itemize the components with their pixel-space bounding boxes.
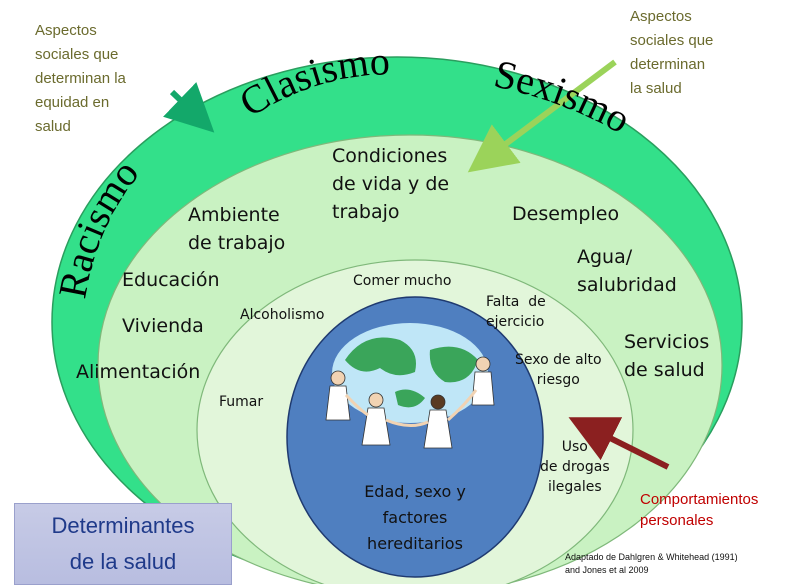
arrow-behaviors [568, 417, 670, 470]
sex-line: riesgo [536, 372, 580, 388]
work-environment-line: de trabajo [188, 232, 286, 254]
health-services-line: Servicios [624, 331, 710, 353]
water-label: Agua/ salubridad [577, 243, 677, 299]
equity-note-line: equidad en [35, 94, 110, 111]
drugs-line: ilegales [547, 479, 602, 495]
arrow-equity [163, 82, 215, 133]
core-line: factores [382, 508, 448, 527]
behaviors-note-line: personales [640, 512, 714, 529]
living-conditions-line: Condiciones [332, 145, 448, 167]
eat-label: Comer mucho [353, 273, 452, 289]
title-line: Determinantes [51, 513, 195, 538]
source-credit: Adaptado de Dahlgren & Whitehead (1991) … [565, 551, 738, 577]
globe-icon [332, 323, 488, 423]
unemployment-label: Desempleo [512, 203, 620, 225]
sex-label: Sexo de alto riesgo [515, 350, 602, 390]
core-line: Edad, sexo y [364, 482, 466, 501]
health-services-line: de salud [624, 359, 705, 381]
exercise-line: ejercicio [486, 314, 545, 330]
drugs-line: de drogas [540, 459, 610, 475]
people-holding-hands-icon [325, 356, 495, 449]
health-services-label: Servicios de salud [624, 328, 709, 384]
work-environment-label: Ambiente de trabajo [188, 201, 285, 257]
exercise-line: Falta de [486, 294, 546, 310]
food-label: Alimentación [76, 361, 201, 383]
living-conditions-line: trabajo [332, 201, 400, 223]
equity-note-line: Aspectos [35, 22, 97, 39]
social-note-line: la salud [630, 80, 682, 97]
social-note-line: determinan [630, 56, 706, 73]
living-conditions-line: de vida y de [332, 173, 450, 195]
core-line: hereditarios [367, 534, 463, 553]
behaviors-note: Comportamientos personales [640, 489, 758, 531]
work-environment-line: Ambiente [188, 204, 280, 226]
water-line: salubridad [577, 274, 677, 296]
alcohol-label: Alcoholismo [240, 307, 325, 323]
title-box: Determinantes de la salud [14, 503, 232, 585]
sex-line: Sexo de alto [515, 352, 602, 368]
core-label: Edad, sexo y factores hereditarios [345, 479, 485, 557]
living-conditions-label: Condiciones de vida y de trabajo [332, 142, 449, 226]
housing-label: Vivienda [122, 315, 204, 337]
equity-note-line: salud [35, 118, 71, 135]
title-line: de la salud [69, 549, 177, 574]
social-note-line: sociales que [630, 32, 714, 49]
arrow-social [467, 59, 617, 173]
education-label: Educación [122, 269, 220, 291]
smoke-label: Fumar [219, 394, 264, 410]
water-line: Agua/ [577, 246, 633, 268]
credit-line: Adaptado de Dahlgren & Whitehead (1991) [565, 552, 738, 562]
credit-line: and Jones et al 2009 [565, 565, 649, 575]
equity-note-line: determinan la [35, 70, 126, 87]
drugs-label: Uso de drogas ilegales [540, 437, 610, 497]
equity-note: Aspectos sociales que determinan la equi… [35, 19, 126, 139]
equity-note-line: sociales que [35, 46, 119, 63]
social-note: Aspectos sociales que determinan la salu… [630, 5, 713, 101]
drugs-line: Uso [561, 439, 588, 455]
behaviors-note-line: Comportamientos [640, 491, 759, 508]
social-note-line: Aspectos [630, 8, 692, 25]
exercise-label: Falta de ejercicio [486, 292, 546, 332]
